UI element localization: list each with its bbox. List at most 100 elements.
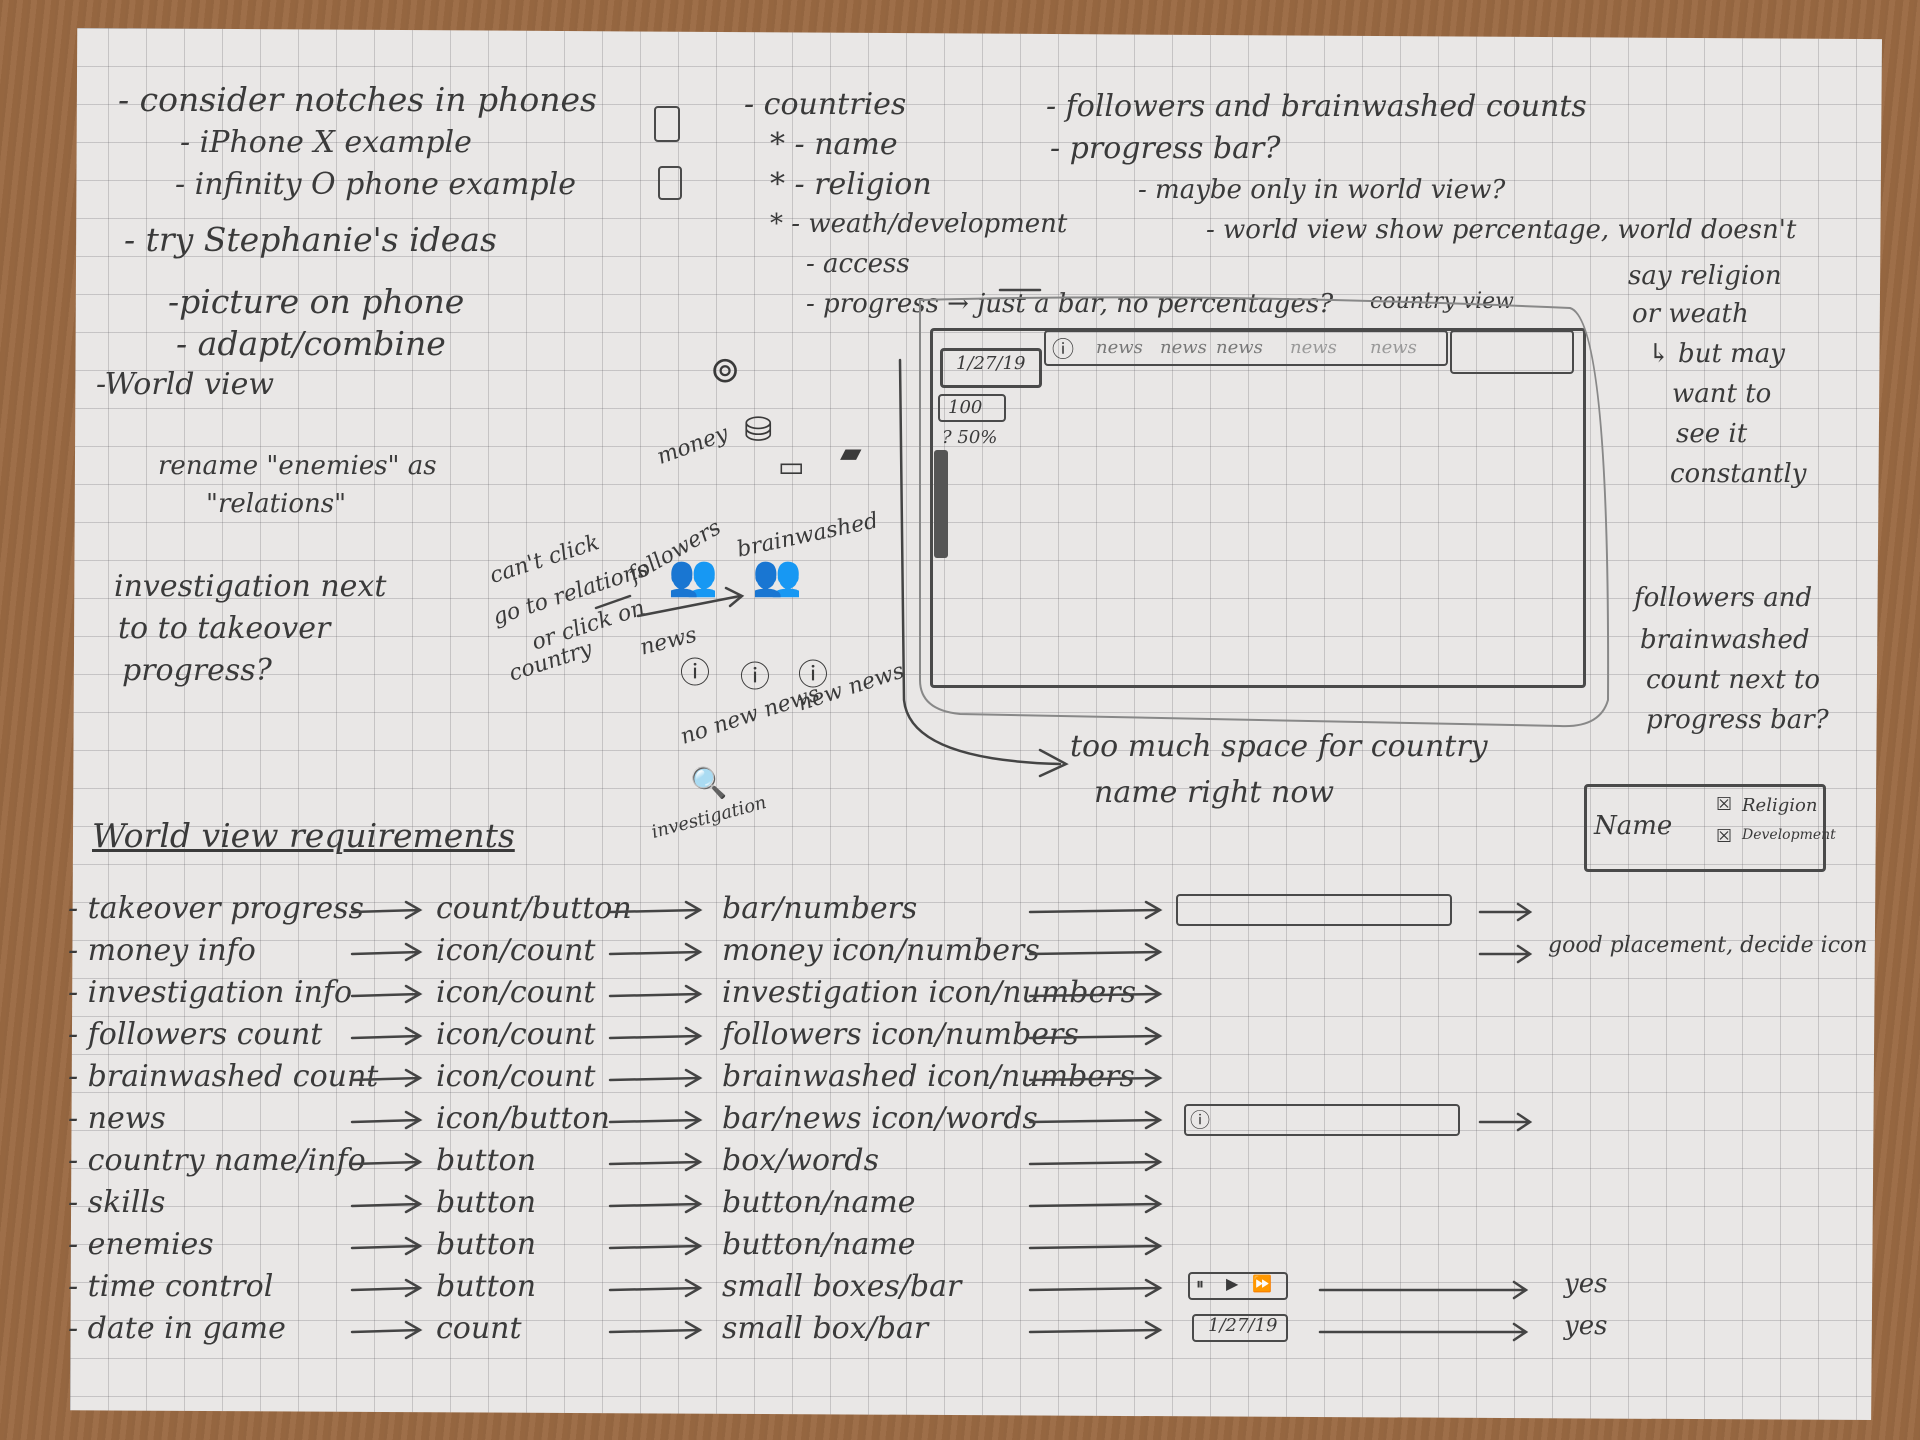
- note-see-it: see it: [1676, 419, 1748, 449]
- takeover-progress-bar-sketch: [1176, 894, 1452, 926]
- req-arrow: [350, 1278, 423, 1298]
- req-arrow-right: [1318, 1322, 1529, 1342]
- note-picture: -picture on phone: [168, 282, 465, 321]
- req-arrow: [1028, 984, 1163, 1004]
- req-arrow: [350, 900, 423, 920]
- note-iphone: - iPhone X example: [180, 125, 472, 160]
- note-brainwashed: brainwashed: [1640, 625, 1810, 655]
- brainwashed-icon: 👥: [752, 553, 802, 599]
- req-item: - time control: [68, 1269, 274, 1304]
- country-name-label: Name: [1594, 811, 1673, 841]
- note-country-name: * - name: [770, 127, 898, 162]
- note-too-much-space: too much space for country: [1070, 729, 1488, 764]
- note-count-next: count next to: [1646, 665, 1821, 695]
- phone-notch-icon: [654, 106, 680, 142]
- req-note: yes: [1564, 1311, 1608, 1341]
- req-arrow: [1028, 1194, 1163, 1214]
- req-form: button/name: [722, 1185, 916, 1220]
- req-arrow: [350, 1152, 423, 1172]
- note-infinity: - infinity O phone example: [175, 167, 576, 202]
- req-arrow: [608, 1236, 703, 1256]
- news-icon-2: ⓘ: [740, 660, 770, 695]
- req-arrow: [350, 1068, 423, 1088]
- req-arrow: [350, 942, 423, 962]
- country-name-box: [1584, 784, 1826, 872]
- relations-icon: ⊚: [710, 350, 741, 391]
- news-bar-sketch: [1184, 1104, 1460, 1136]
- req-item: - brainwashed count: [68, 1059, 379, 1094]
- checkbox-development-icon: ☒: [1716, 826, 1733, 847]
- wireframe-date: 1/27/19: [956, 353, 1026, 374]
- note-notches: - consider notches in phones: [118, 80, 597, 119]
- req-arrow: [350, 1320, 423, 1340]
- req-form: small boxes/bar: [722, 1269, 962, 1304]
- wireframe-count: 100: [948, 397, 983, 418]
- req-form: money icon/numbers: [722, 933, 1040, 968]
- req-type: button: [436, 1185, 537, 1220]
- mini-date: 1/27/19: [1208, 1315, 1278, 1336]
- checkbox-development-label: Development: [1742, 827, 1836, 843]
- wireframe-news-4: news: [1290, 337, 1337, 358]
- req-arrow: [608, 1026, 703, 1046]
- req-item: - enemies: [68, 1227, 214, 1262]
- money-bar-icon: ▰: [840, 436, 862, 469]
- req-form: bar/numbers: [722, 891, 918, 926]
- req-note: good placement, decide icon: [1548, 933, 1868, 958]
- req-arrow: [1028, 1278, 1163, 1298]
- wireframe-time-controls: [1450, 330, 1574, 374]
- wireframe-news-2: news: [1160, 337, 1207, 358]
- req-arrow: [350, 1110, 423, 1130]
- wireframe-news-3: news: [1216, 337, 1263, 358]
- req-arrow: [350, 984, 423, 1004]
- req-type: icon/button: [436, 1101, 610, 1136]
- followers-icon: 👥: [668, 553, 718, 599]
- req-arrow: [608, 1194, 703, 1214]
- req-arrow: [350, 1194, 423, 1214]
- note-countries: - countries: [744, 87, 907, 122]
- req-item: - money info: [68, 933, 256, 968]
- wireframe-count-box: [938, 394, 1006, 422]
- note-country-religion: * - religion: [770, 167, 932, 202]
- investigation-icon: 🔍: [690, 766, 728, 801]
- fast-forward-icon: ⏩: [1252, 1274, 1272, 1293]
- note-followers-and: followers and: [1634, 583, 1813, 613]
- req-form: followers icon/numbers: [722, 1017, 1079, 1052]
- play-icon: ▶: [1226, 1274, 1239, 1293]
- req-arrow: [608, 942, 703, 962]
- wireframe-side-bar: [934, 450, 948, 558]
- wireframe-screen: [930, 328, 1586, 688]
- req-type: button: [436, 1227, 537, 1262]
- req-form: box/words: [722, 1143, 879, 1178]
- news-icon-1: ⓘ: [680, 656, 710, 691]
- req-arrow: [350, 1236, 423, 1256]
- note-but-may: ↳ but may: [1648, 339, 1785, 369]
- req-arrow: [608, 1152, 703, 1172]
- time-control-sketch: [1188, 1272, 1288, 1300]
- req-arrow: [608, 1110, 703, 1130]
- note-country-access: - access: [806, 249, 910, 279]
- checkbox-religion-label: Religion: [1742, 795, 1818, 816]
- news-bar-icon: ⓘ: [1190, 1108, 1210, 1132]
- req-item: - takeover progress: [68, 891, 364, 926]
- req-type: icon/count: [436, 1059, 596, 1094]
- req-arrow-right: [1478, 944, 1533, 964]
- wireframe-date-box: [940, 348, 1042, 388]
- note-stephanie: - try Stephanie's ideas: [124, 220, 497, 259]
- note-want-to: want to: [1672, 379, 1772, 409]
- money-bills-icon: ▭: [778, 450, 805, 483]
- note-progress-bar: - progress bar?: [1050, 131, 1281, 166]
- note-takeover: to to takeover: [118, 611, 331, 646]
- note-country-wealth: * - weath/development: [770, 209, 1068, 239]
- req-arrow: [608, 900, 703, 920]
- news-icon-3: ⓘ: [798, 658, 828, 693]
- req-arrow-right: [1478, 1112, 1533, 1132]
- req-arrow: [1028, 1320, 1163, 1340]
- requirements-title: World view requirements: [92, 816, 515, 855]
- note-show-percentage: - world view show percentage, world does…: [1206, 215, 1797, 245]
- req-arrow: [608, 1320, 703, 1340]
- note-world-view: -World view: [96, 367, 275, 402]
- wireframe-news-icon: ⓘ: [1052, 338, 1075, 363]
- date-box-sketch: [1192, 1314, 1288, 1342]
- wireframe-news-5: news: [1370, 337, 1417, 358]
